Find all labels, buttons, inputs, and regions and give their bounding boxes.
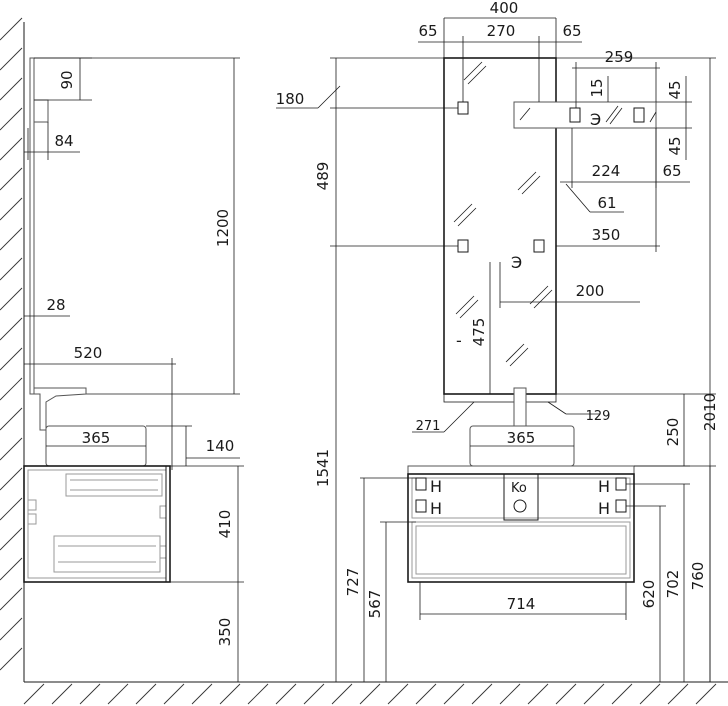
dim-side-350: 350 [216,618,234,647]
dim-front-489: 489 [314,162,332,191]
dim-front-350: 350 [592,226,621,244]
dim-front-567: 567 [366,590,384,619]
dim-front-45b: 45 [666,136,684,155]
front-shelf [513,101,657,129]
dim-front-2010: 2010 [701,393,719,431]
mount-hole [457,101,469,115]
dim-side-28: 28 [46,296,65,314]
dim-front-180: 180 [276,90,305,108]
side-mirror-panel [29,57,35,395]
side-view: 90 84 1200 28 520 365 140 410 350 [23,57,244,682]
drain-symbol: Ko [511,481,527,496]
dim-side-365: 365 [82,429,111,447]
front-view: Э Э H H H H Ko - 400 65 270 65 180 489 1… [276,0,719,682]
floor [23,681,728,705]
minus-symbol: - [456,331,462,350]
side-wall [0,17,25,682]
dim-front-271: 271 [416,419,441,434]
electric-outlet-symbol: Э [511,253,522,272]
side-cabinet [23,465,171,583]
hot-water-right-symbol: H [598,477,610,496]
dim-front-129: 129 [586,409,611,424]
dim-front-1541: 1541 [314,449,332,487]
dim-front-702: 702 [664,570,682,599]
cold-water-right-symbol: H [598,499,610,518]
dim-front-760: 760 [689,562,707,591]
dim-front-65c: 65 [662,162,681,180]
dim-side-84: 84 [54,132,73,150]
dim-front-61: 61 [597,194,616,212]
dim-front-224: 224 [592,162,621,180]
dim-front-365: 365 [507,429,536,447]
mirror-glare [453,61,553,367]
dim-front-45a: 45 [666,80,684,99]
dim-side-140: 140 [206,437,235,455]
cold-water-left-symbol: H [430,499,442,518]
dim-side-90: 90 [58,70,76,89]
side-mirror-bracket [33,99,49,123]
dim-front-620: 620 [640,580,658,609]
electric-outlet-symbol-shelf: Э [590,110,601,129]
dim-front-200: 200 [576,282,605,300]
side-faucet [33,387,87,431]
dim-front-15: 15 [588,78,606,97]
dim-front-714: 714 [507,595,536,613]
dim-front-475: 475 [470,318,488,347]
dim-front-65b: 65 [562,22,581,40]
hot-water-left-symbol: H [430,477,442,496]
front-countertop [407,465,635,475]
dim-front-259: 259 [605,48,634,66]
dim-front-727: 727 [344,568,362,597]
front-faucet [513,387,527,429]
dim-front-270: 270 [487,22,516,40]
dim-front-250: 250 [664,418,682,447]
mount-hole [457,239,469,253]
dim-front-400: 400 [490,0,519,17]
dim-side-1200: 1200 [214,209,232,247]
dim-side-410: 410 [216,510,234,539]
mount-hole [533,239,545,253]
dim-side-520: 520 [74,344,103,362]
dim-front-65a: 65 [418,22,437,40]
